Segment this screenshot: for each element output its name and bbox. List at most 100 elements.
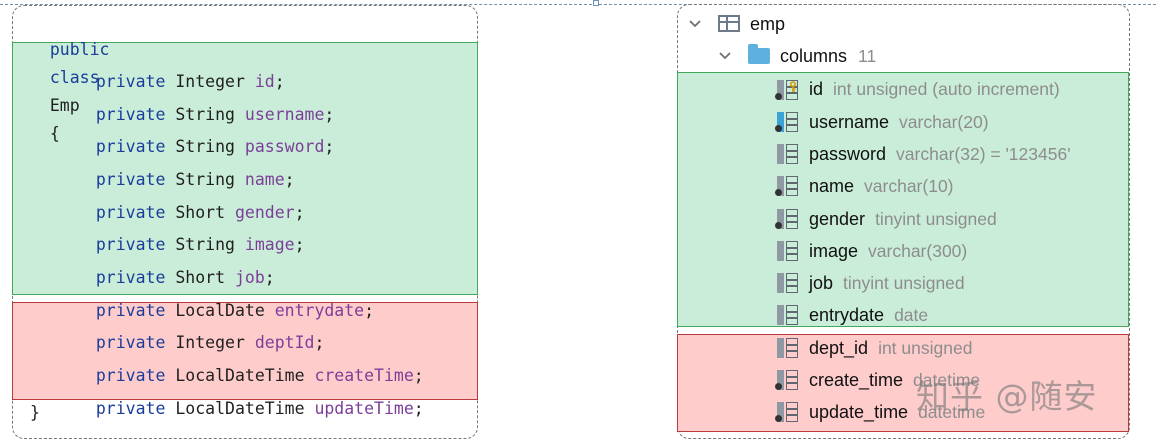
column-name: username (809, 112, 890, 132)
private-keyword: private (95, 105, 166, 124)
field-type: Integer (175, 72, 245, 91)
code-field-row: private String name; (76, 138, 295, 189)
db-highlight-green (677, 72, 1129, 327)
columns-expand-chevron-icon[interactable] (716, 42, 734, 70)
folder-icon (748, 44, 770, 64)
column-row-name[interactable]: name varchar(10) (809, 172, 954, 200)
columns-count: 11 (858, 46, 877, 66)
private-keyword: private (95, 170, 166, 189)
field-name: job (234, 268, 265, 287)
column-type: tinyint unsigned (875, 209, 997, 229)
table-node-emp[interactable]: emp (750, 10, 785, 38)
table-expand-chevron-icon[interactable] (686, 10, 704, 38)
column-row-gender[interactable]: gender tinyint unsigned (809, 205, 997, 233)
private-keyword: private (95, 235, 166, 254)
not-null-column-icon (775, 401, 799, 423)
column-name: entrydate (809, 305, 885, 325)
class-keyword: class (49, 68, 100, 87)
semicolon: ; (294, 203, 305, 222)
column-name: gender (809, 209, 866, 229)
public-keyword: public (49, 40, 110, 59)
column-name: password (809, 144, 887, 164)
column-type: int unsigned (878, 338, 973, 358)
column-name: name (809, 176, 855, 196)
top-guide-handle[interactable] (593, 0, 599, 6)
field-type: LocalDateTime (175, 366, 305, 385)
private-keyword: private (95, 301, 166, 320)
private-keyword: private (95, 268, 166, 287)
db-highlight-red (677, 334, 1129, 432)
semicolon: ; (284, 170, 295, 189)
field-name: name (244, 170, 285, 189)
column-name: dept_id (809, 338, 869, 358)
semicolon: ; (294, 235, 305, 254)
private-keyword: private (95, 72, 166, 91)
code-field-row: private String image; (76, 203, 305, 254)
field-type: Short (175, 203, 226, 222)
column-row-update-time[interactable]: update_time datetime (809, 398, 985, 426)
column-name: create_time (809, 370, 904, 390)
column-name: image (809, 241, 859, 261)
private-keyword: private (95, 366, 166, 385)
open-brace: { (49, 124, 60, 143)
code-field-row: private LocalDateTime updateTime; (76, 367, 424, 418)
columns-node[interactable]: columns 11 (780, 42, 876, 70)
column-icon (777, 272, 799, 294)
private-keyword: private (95, 333, 166, 352)
semicolon: ; (413, 399, 424, 418)
table-icon (718, 15, 740, 32)
table-name: emp (750, 14, 786, 34)
field-name: username (244, 105, 325, 124)
primary-key-column-icon (775, 79, 799, 101)
semicolon: ; (324, 137, 335, 156)
field-name: createTime (314, 366, 414, 385)
field-type: String (175, 105, 235, 124)
unique-column-icon (775, 111, 799, 133)
columns-label: columns (780, 46, 848, 66)
field-type: String (175, 137, 235, 156)
class-name: Emp (49, 96, 80, 115)
column-icon (777, 304, 799, 326)
column-type: varchar(10) (864, 176, 954, 196)
column-type: varchar(300) (868, 241, 968, 261)
semicolon: ; (264, 268, 275, 287)
field-name: password (244, 137, 325, 156)
closing-brace: } (30, 403, 40, 422)
column-name: update_time (809, 402, 909, 422)
field-name: image (244, 235, 295, 254)
field-type: Integer (175, 333, 245, 352)
field-name: deptId (254, 333, 315, 352)
field-type: String (175, 235, 235, 254)
code-field-row: private LocalDate entrydate; (76, 269, 374, 320)
column-type: int unsigned (auto increment) (833, 79, 1060, 99)
column-row-dept-id[interactable]: dept_id int unsigned (809, 334, 972, 362)
column-type: datetime (913, 370, 981, 390)
column-row-image[interactable]: image varchar(300) (809, 237, 967, 265)
column-type: datetime (918, 402, 986, 422)
field-type: LocalDate (175, 301, 265, 320)
code-field-row: private Integer id; (76, 40, 285, 91)
top-guide-line (0, 4, 1156, 5)
code-field-row: private String password; (76, 105, 334, 156)
private-keyword: private (95, 203, 166, 222)
column-type: varchar(20) (899, 112, 989, 132)
column-row-username[interactable]: username varchar(20) (809, 108, 989, 136)
field-name: id (254, 72, 275, 91)
field-type: String (175, 170, 235, 189)
not-null-column-icon (775, 369, 799, 391)
code-field-row: private String username; (76, 73, 334, 124)
private-keyword: private (95, 399, 166, 418)
semicolon: ; (413, 366, 424, 385)
private-keyword: private (95, 137, 166, 156)
column-row-create-time[interactable]: create_time datetime (809, 366, 980, 394)
code-field-row: private Integer deptId; (76, 301, 325, 352)
semicolon: ; (314, 333, 325, 352)
field-name: gender (234, 203, 295, 222)
field-name: entrydate (274, 301, 365, 320)
column-icon (777, 240, 799, 262)
not-null-column-icon (775, 175, 799, 197)
